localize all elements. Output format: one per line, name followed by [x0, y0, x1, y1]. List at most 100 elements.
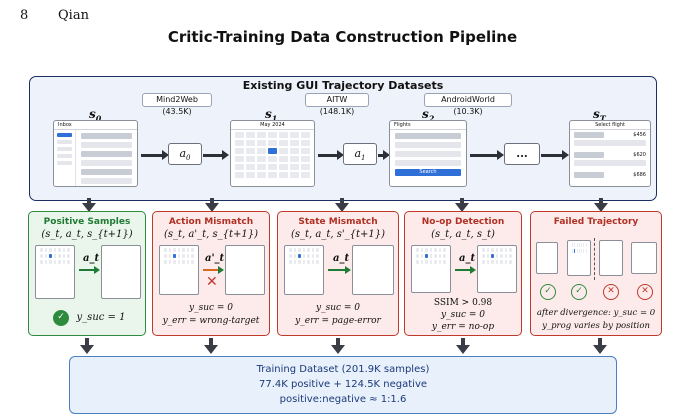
positive-mini-arrow — [79, 266, 100, 274]
failed-ysuc: after divergence: y_suc = 0 — [536, 308, 656, 318]
action-mismatch-title: Action Mismatch — [168, 217, 254, 227]
failed-mini-3 — [599, 240, 623, 276]
noop-mini-arrow — [455, 266, 476, 274]
state-mismatch-mini-hotel — [352, 245, 394, 295]
cross-icon: ✕ — [603, 284, 619, 300]
inbox-messages — [76, 130, 137, 186]
down-stem-1 — [87, 198, 91, 204]
arrow-s2-ellipsis — [470, 150, 504, 160]
down-stem-5 — [599, 198, 603, 204]
arrow-s0-a0 — [141, 150, 169, 160]
check-icon: ✓ — [540, 284, 556, 300]
dataset-badge-androidworld: AndroidWorld (10.3K) — [424, 93, 512, 116]
screen-flights: Flights Search — [389, 120, 467, 187]
positive-label-ysuc: y_suc = 1 — [76, 312, 126, 323]
state-mismatch-mini-arrow — [328, 266, 351, 274]
state-mismatch-yerr: y_err = page-error — [295, 316, 381, 326]
action-mismatch-mini-arrow — [203, 266, 224, 274]
flights-search-button: Search — [395, 169, 461, 176]
action-mismatch-action-label: a'_t — [205, 253, 225, 264]
bottom-stem-2 — [209, 338, 213, 346]
dataset-badge-mind2web: Mind2Web (43.5K) — [142, 93, 212, 116]
inbox-header: Inbox — [54, 121, 137, 130]
category-positive: Positive Samples (s_t, a_t, s_{t+1}) a_t… — [28, 211, 146, 336]
bottom-stem-5 — [598, 338, 602, 346]
ellipsis-box: ... — [504, 143, 540, 165]
down-arrow-1 — [82, 203, 96, 212]
down-arrow-2 — [205, 203, 219, 212]
calendar-header: May 2024 — [231, 121, 314, 130]
bottom-arrow-1 — [80, 345, 94, 354]
training-dataset-box: Training Dataset (201.9K samples) 77.4K … — [69, 356, 617, 414]
state-label-s2: s2 — [422, 107, 435, 124]
noop-mini-calendar-after — [477, 245, 517, 293]
noop-mini-calendar-before — [411, 245, 451, 293]
state-label-sT: sT — [593, 107, 606, 124]
arrow-s1-a1 — [318, 150, 344, 160]
action-box-a0: a0 — [168, 143, 202, 165]
dataset-badge-aitw: AITW (148.1K) — [305, 93, 369, 116]
positive-tuple: (s_t, a_t, s_{t+1}) — [41, 229, 133, 240]
category-action-mismatch: Action Mismatch (s_t, a'_t, s_{t+1}) a'_… — [152, 211, 270, 336]
training-dataset-title: Training Dataset (201.9K samples) — [256, 364, 430, 375]
arrow-ellipsis-sT — [541, 150, 569, 160]
result-row-1: $456 — [570, 130, 650, 140]
category-noop: No-op Detection (s_t, a_t, s_t) a_t SSIM… — [404, 211, 522, 336]
failed-yprog: y_prog varies by position — [542, 321, 650, 331]
action-box-a1: a1 — [343, 143, 377, 165]
arrow-a1-s2 — [378, 150, 390, 160]
state-mismatch-ysuc: y_suc = 0 — [315, 303, 361, 313]
results-header: Select flight — [570, 121, 650, 130]
down-stem-4 — [460, 198, 464, 204]
running-head: Qian — [58, 8, 89, 23]
noop-ssim: SSIM > 0.98 — [433, 298, 493, 308]
check-icon: ✓ — [571, 284, 587, 300]
positive-mini-calendar — [35, 245, 75, 299]
action-mismatch-mini-calendar — [159, 245, 199, 295]
flights-header: Flights — [390, 121, 466, 130]
screen-calendar: May 2024 — [230, 120, 315, 187]
bottom-arrow-5 — [593, 345, 607, 354]
state-label-s0: s0 — [89, 107, 102, 124]
noop-ysuc: y_suc = 0 — [440, 310, 486, 320]
inbox-sidebar — [54, 130, 76, 186]
state-mismatch-title: State Mismatch — [298, 217, 378, 227]
failed-title: Failed Trajectory — [553, 217, 639, 227]
action-mismatch-tuple: (s_t, a'_t, s_{t+1}) — [163, 229, 258, 240]
noop-tuple: (s_t, a_t, s_t) — [431, 229, 495, 240]
cross-icon: ✕ — [637, 284, 653, 300]
state-mismatch-action-label: a_t — [333, 253, 350, 264]
down-arrow-3 — [335, 203, 349, 212]
category-failed: Failed Trajectory ✓ ✓ ✕ ✕ after divergen… — [530, 211, 662, 336]
divergence-line — [594, 238, 595, 280]
screen-inbox: Inbox — [53, 120, 138, 187]
failed-mini-2 — [567, 240, 591, 276]
down-arrow-5 — [594, 203, 608, 212]
figure-title: Critic-Training Data Construction Pipeli… — [167, 28, 518, 46]
bottom-stem-1 — [85, 338, 89, 346]
noop-yerr: y_err = no-op — [431, 322, 495, 332]
result-row-3: $686 — [570, 170, 650, 180]
result-row-2: $620 — [570, 150, 650, 160]
bottom-arrow-3 — [331, 345, 345, 354]
state-mismatch-mini-calendar — [284, 245, 324, 295]
action-mismatch-ysuc: y_suc = 0 — [188, 303, 234, 313]
down-stem-3 — [340, 198, 344, 204]
noop-title: No-op Detection — [421, 217, 505, 227]
bottom-arrow-2 — [204, 345, 218, 354]
positive-mini-flights — [101, 245, 141, 299]
bottom-arrow-4 — [456, 345, 470, 354]
arrow-a0-s1 — [203, 150, 229, 160]
positive-title: Positive Samples — [43, 217, 131, 227]
failed-mini-1 — [536, 242, 558, 274]
trajectory-datasets-title: Existing GUI Trajectory Datasets — [242, 79, 444, 92]
screen-results: Select flight $456 $620 $686 — [569, 120, 651, 187]
page-number: 8 — [20, 8, 29, 23]
action-mismatch-mini-flights — [225, 245, 265, 295]
down-stem-2 — [210, 198, 214, 204]
training-dataset-ratio: positive:negative ≈ 1:1.6 — [279, 394, 407, 405]
category-state-mismatch: State Mismatch (s_t, a_t, s'_{t+1}) a_t … — [277, 211, 399, 336]
training-dataset-split: 77.4K positive + 124.5K negative — [258, 379, 428, 390]
positive-action-label: a_t — [83, 253, 100, 264]
state-label-s1: s1 — [265, 107, 278, 124]
